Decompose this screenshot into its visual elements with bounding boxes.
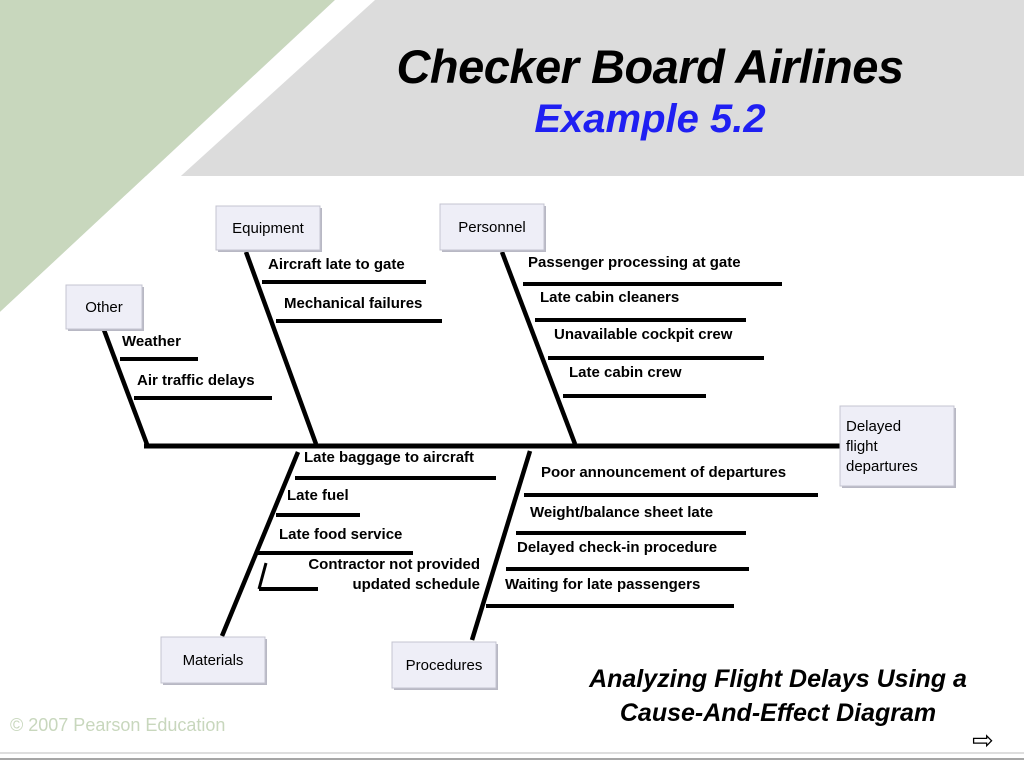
corner-white-stripe (0, 0, 375, 340)
cause-label: Late cabin crew (569, 364, 682, 381)
caption-line-2: Cause-And-Effect Diagram (619, 699, 937, 727)
cause-label: Late food service (279, 526, 402, 543)
cause-label: updated schedule (352, 576, 480, 593)
category-bone-procedures (469, 450, 533, 641)
category-bone-personnel (499, 251, 578, 445)
category-label-other: Other (85, 299, 123, 316)
cause-label: Waiting for late passengers (505, 576, 700, 593)
cause-label: Late fuel (287, 487, 349, 504)
slide-title: Checker Board Airlines (396, 40, 904, 93)
cause-connector (257, 562, 268, 590)
category-label-personnel: Personnel (458, 219, 526, 236)
category-box-procedures (391, 641, 497, 689)
right-arrow-icon[interactable]: ⇨ (972, 726, 994, 756)
footer-rule (0, 752, 1024, 760)
effect-label-line: departures (846, 458, 918, 475)
cause-label: Contractor not provided (308, 556, 480, 573)
cause-label: Air traffic delays (137, 372, 255, 389)
copyright-notice: © 2007 Pearson Education (10, 715, 226, 735)
cause-label: Mechanical failures (284, 295, 422, 312)
cause-label: Passenger processing at gate (528, 254, 741, 271)
slide-caption: Analyzing Flight Delays Using a Cause-An… (548, 662, 1008, 730)
category-bone-other (101, 329, 151, 448)
cause-label: Weather (122, 333, 181, 350)
caption-line-1: Analyzing Flight Delays Using a (589, 665, 967, 693)
category-box-other (65, 284, 143, 330)
cause-label: Weight/balance sheet late (530, 504, 713, 521)
category-box-materials (160, 636, 266, 684)
category-label-materials: Materials (183, 652, 244, 669)
slide-subtitle: Example 5.2 (534, 97, 766, 141)
cause-label: Poor announcement of departures (541, 464, 786, 481)
category-bone-materials (219, 451, 301, 637)
category-box-personnel (439, 203, 545, 251)
cause-label: Unavailable cockpit crew (554, 326, 733, 343)
category-bone-equipment (243, 251, 319, 445)
title-block: Checker Board Airlines Example 5.2 (300, 40, 1000, 144)
cause-label: Late baggage to aircraft (304, 449, 474, 466)
effect-box (839, 405, 955, 487)
category-box-equipment (215, 205, 321, 251)
cause-label: Delayed check-in procedure (517, 539, 717, 556)
effect-label-line: flight (846, 438, 879, 455)
effect-label-line: Delayed (846, 418, 901, 435)
category-label-procedures: Procedures (406, 657, 483, 674)
cause-label: Late cabin cleaners (540, 289, 679, 306)
category-label-equipment: Equipment (232, 220, 305, 237)
cause-label: Aircraft late to gate (268, 256, 405, 273)
